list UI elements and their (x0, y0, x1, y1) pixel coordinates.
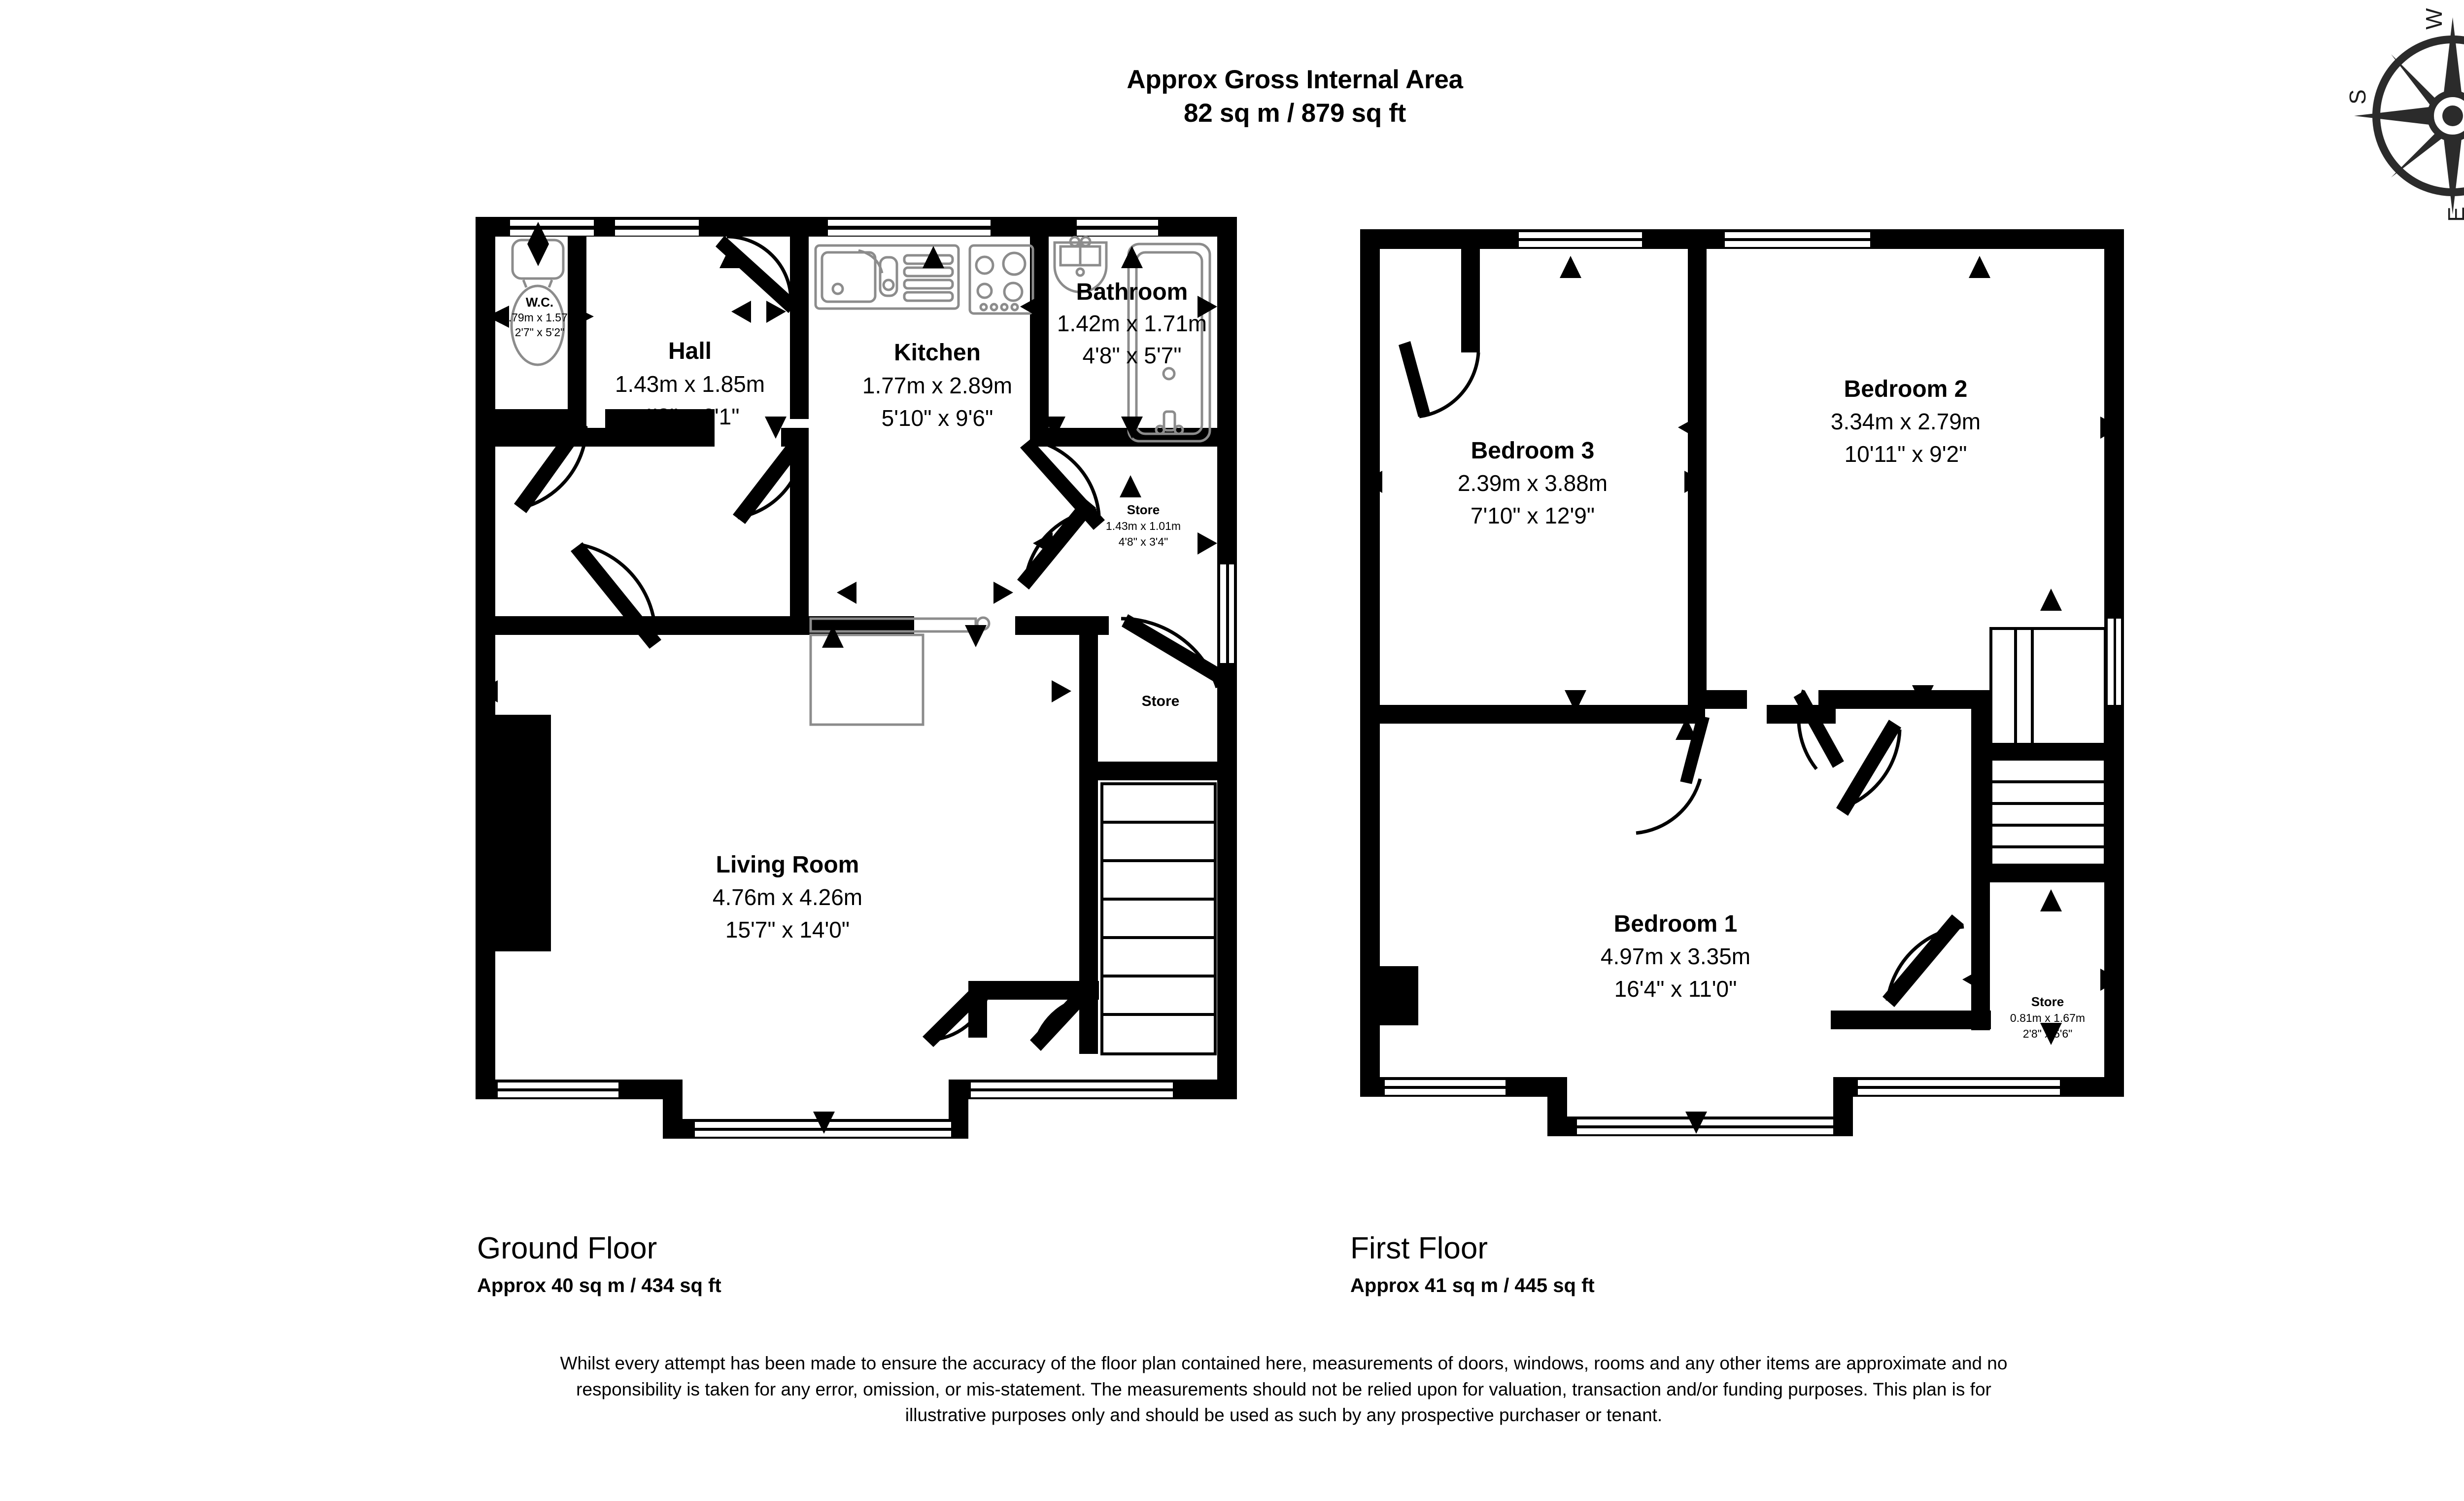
label-wc-dim-ft: 2'7" x 5'2" (515, 326, 565, 339)
gf-fireplace-detail (511, 738, 523, 928)
label-store-small-name: Store (1127, 502, 1160, 517)
first-floor-title: First Floor (1350, 1231, 1488, 1265)
ground-floor-plan: W.C. 0.79m x 1.57m 2'7" x 5'2" Hall 1.43… (476, 217, 1237, 1139)
kitchen-sink-icon (814, 244, 960, 310)
gf-store-bottom-wall (1079, 762, 1220, 780)
gf-dimension-arrows (478, 222, 1217, 1134)
ff-bed1-lower-wall (1831, 1011, 1991, 1029)
label-bed1-name: Bedroom 1 (1614, 911, 1738, 937)
gf-room-labels: W.C. 0.79m x 1.57m 2'7" x 5'2" Hall 1.43… (502, 279, 1207, 942)
ff-bed3-cupboard-wall (1461, 229, 1480, 352)
label-living-dim-m: 4.76m x 4.26m (713, 884, 862, 910)
gf-staircase (1100, 782, 1217, 1055)
label-bed2-name: Bedroom 2 (1844, 376, 1968, 402)
gf-wall-left (476, 217, 495, 1099)
ff-chimney-stub (1360, 966, 1418, 1025)
label-bed2-dim-ft: 10'11" x 9'2" (1845, 441, 1967, 467)
label-store-upper-dim-ft: 2'8" x 5'6" (2023, 1027, 2073, 1040)
ff-landing-right-wall (1971, 690, 1990, 749)
first-floor-plan: Bedroom 3 2.39m x 3.88m 7'10" x 12'9" Be… (1360, 229, 2124, 1136)
label-bed1-dim-ft: 16'4" x 11'0" (1614, 976, 1737, 1002)
label-bed2-dim-m: 3.34m x 2.79m (1831, 409, 1981, 434)
label-kitchen-name: Kitchen (894, 340, 981, 366)
ff-doors (1399, 341, 1964, 1007)
label-bathroom-name: Bathroom (1076, 279, 1188, 305)
ff-store-left-wall (1971, 882, 1990, 1030)
label-bed3-dim-ft: 7'10" x 12'9" (1471, 503, 1595, 528)
ff-stair-left-wall (1971, 742, 1990, 882)
gf-store-left-wall (1079, 616, 1098, 779)
compass-label-east: E (2443, 207, 2464, 222)
compass-label-west: W (2421, 8, 2447, 30)
gf-windows (498, 220, 1234, 1137)
compass-label-south: S (2345, 89, 2370, 105)
disclaimer-text: Whilst every attempt has been made to en… (560, 1353, 2008, 1426)
label-kitchen-dim-ft: 5'10" x 9'6" (882, 405, 993, 431)
label-store-upper-dim-m: 0.81m x 1.67m (2010, 1012, 2085, 1024)
label-wc-name: W.C. (526, 295, 553, 310)
ff-bed3-bed2-partition (1688, 229, 1707, 707)
ff-bed1-top-wall (1360, 705, 1705, 724)
label-bed1-dim-m: 4.97m x 3.35m (1601, 943, 1750, 969)
ff-stair-bottom-wall (1971, 864, 2107, 882)
label-wc-dim-m: 0.79m x 1.57m (502, 311, 577, 324)
ff-dimension-arrows (1363, 256, 2120, 1134)
ff-staircase (1989, 627, 2107, 867)
label-bathroom-dim-ft: 4'8" x 5'7" (1082, 343, 1181, 368)
bathroom-basin-icon (1053, 241, 1108, 293)
ground-floor-title: Ground Floor (477, 1231, 657, 1265)
ground-floor-area: Approx 40 sq m / 434 sq ft (477, 1275, 721, 1297)
label-bathroom-dim-m: 1.42m x 1.71m (1057, 311, 1207, 336)
gf-mid-wall-left (476, 428, 715, 447)
label-bed3-dim-m: 2.39m x 3.88m (1458, 470, 1608, 496)
gf-left-wall-mid (476, 428, 494, 635)
gf-stair-left-wall (1079, 780, 1098, 1054)
label-store-small-dim-m: 1.43m x 1.01m (1106, 520, 1181, 532)
gf-hall-bottom-wall (605, 409, 715, 428)
label-kitchen-dim-m: 1.77m x 2.89m (862, 373, 1012, 398)
label-hall-dim-ft: 4'8" x 6'1" (640, 404, 739, 429)
label-store-small-dim-ft: 4'8" x 3'4" (1119, 535, 1168, 548)
gf-hall-kitchen-partition (790, 217, 809, 419)
bathroom-bath-icon (1127, 243, 1211, 443)
label-store-upper-name: Store (2031, 994, 2064, 1009)
label-hall-dim-m: 1.43m x 1.85m (615, 371, 765, 397)
wc-pan-icon (510, 284, 565, 366)
ff-room-labels: Bedroom 3 2.39m x 3.88m 7'10" x 12'9" Be… (1458, 376, 2085, 1040)
gf-doors (514, 235, 1227, 1051)
ground-floor-caption: Ground Floor Approx 40 sq m / 434 sq ft (477, 1232, 721, 1296)
label-living-dim-ft: 15'7" x 14'0" (725, 917, 850, 942)
first-floor-area: Approx 41 sq m / 445 sq ft (1350, 1275, 1595, 1297)
ff-wall-left (1360, 229, 1380, 1097)
ff-windows (1385, 232, 2121, 1134)
kitchen-hob-icon (968, 244, 1034, 315)
first-floor-caption: First Floor Approx 41 sq m / 445 sq ft (1350, 1232, 1595, 1296)
label-store-stair-name: Store (1142, 693, 1180, 709)
label-bed3-name: Bedroom 3 (1471, 438, 1595, 464)
label-living-name: Living Room (716, 852, 859, 878)
kitchen-unit-outline (809, 633, 924, 726)
label-hall-name: Hall (668, 338, 712, 364)
